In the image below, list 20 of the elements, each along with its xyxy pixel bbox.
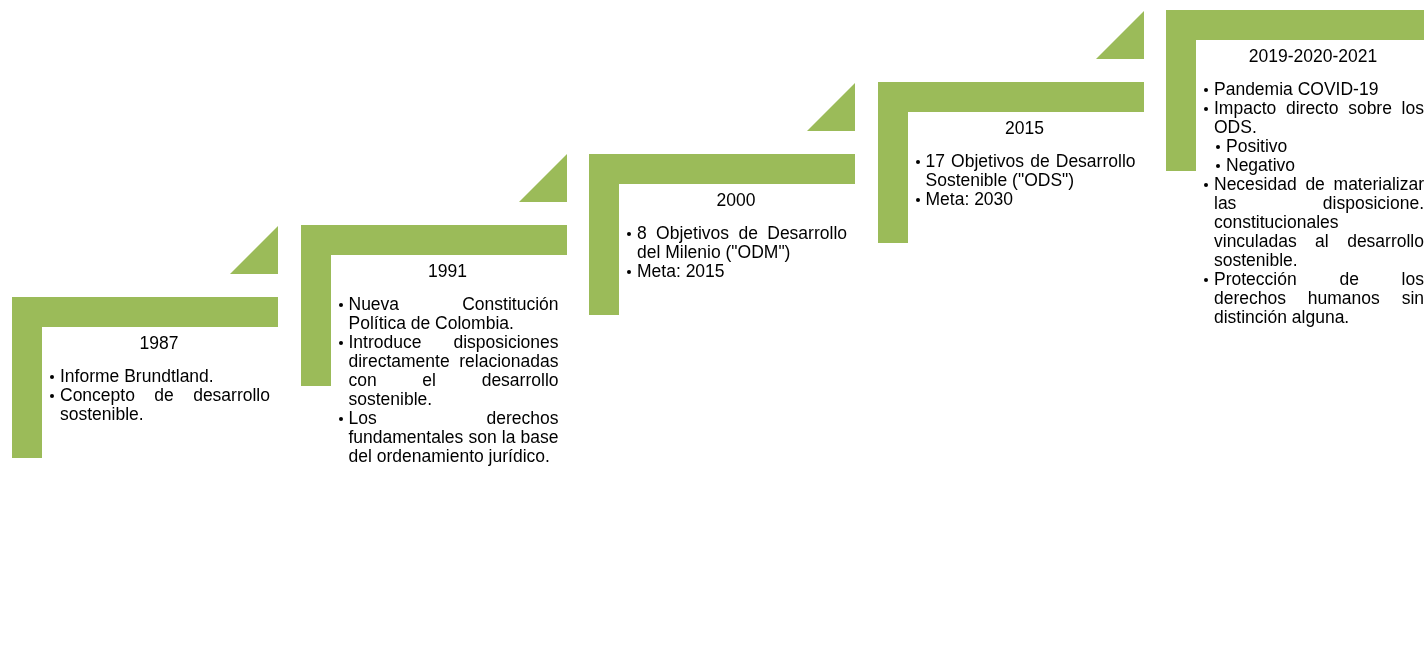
bullet-text: Los derechos fundamentales son la base del ordenamiento jurídico. [348,409,559,467]
bullet-text: Concepto de desarrollo sostenible. [60,386,270,424]
bullet-text: Negativo [1226,156,1297,175]
year-heading: 2015 [1004,117,1045,138]
bullet-text: Pandemia COVID-19 [1214,80,1380,99]
bullet-text: Impacto directo sobre los ODS. [1214,99,1424,137]
bullet-text: Introduce disposiciones directamente relacionadas con el desarrollo sostenible. [348,333,559,410]
year-heading: 1987 [138,333,180,353]
year-heading: 2000 [715,189,757,210]
bullet-text: Meta: 2030 [925,189,1014,209]
bullet-text: Meta: 2015 [637,261,726,281]
year-heading: 1991 [427,261,468,282]
bullet-text: 17 Objetivos de Desarrollo Sostenible ("ODS") [925,151,1136,190]
bullet-text: Nueva Constitución Política de Colombia. [348,295,559,334]
bullet-text: Positivo [1226,137,1289,156]
bullet-text: 8 Objetivos de Desarrollo del Milenio ("ODM") [637,223,847,262]
bullet-text: Necesidad de materializar las disposicione. constitucionales vinculadas al desarrollo sostenible. [1214,175,1424,270]
year-heading: 2019-2020-2021 [1247,46,1379,66]
bullet-text: Protección de los derechos humanos sin distinción alguna. [1214,270,1424,327]
bullet-text: Informe Brundtland. [60,367,215,386]
